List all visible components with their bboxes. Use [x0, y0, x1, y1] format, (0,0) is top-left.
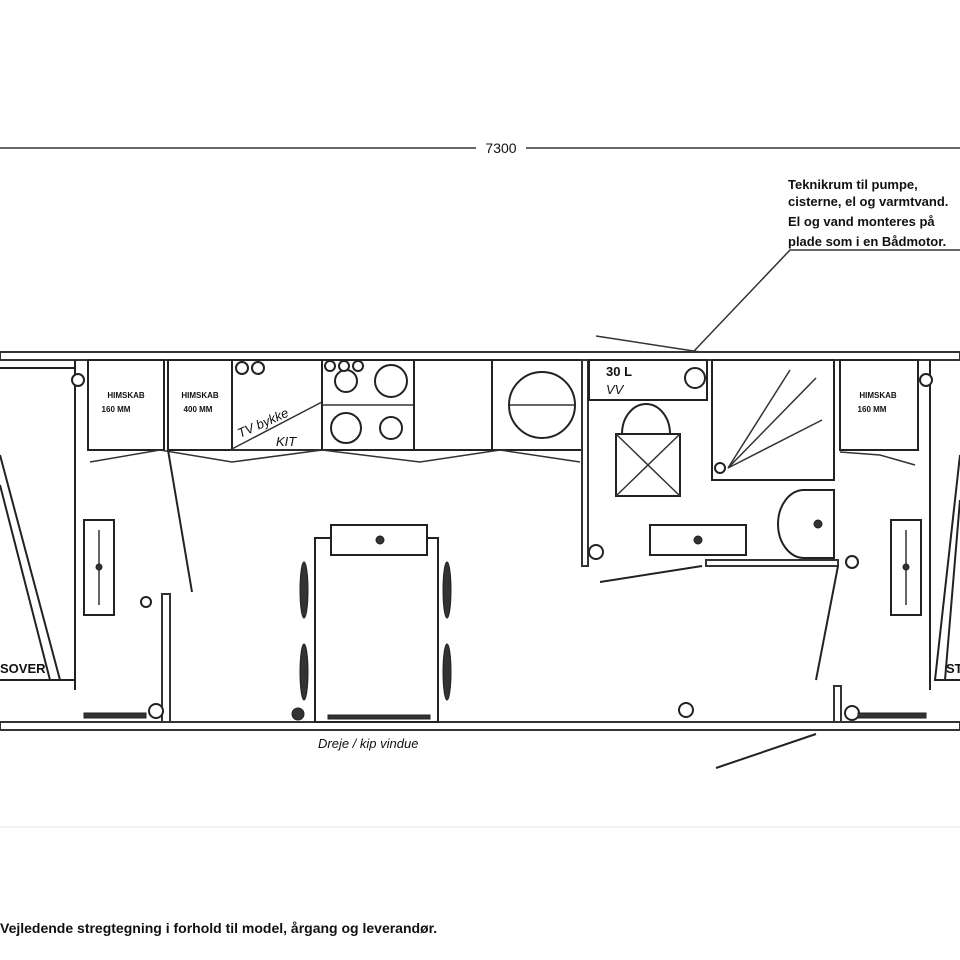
dimension-line: 7300: [0, 140, 960, 156]
svg-text:HIMSKAB: HIMSKAB: [859, 391, 897, 400]
tech-note-line-4: plade som i en Bådmotor.: [788, 234, 946, 249]
svg-text:160 MM: 160 MM: [858, 405, 887, 414]
shower-head-icon: [714, 462, 726, 474]
tv-cabinet: [231, 359, 323, 451]
door-stop-icon: [148, 703, 164, 719]
svg-text:HIMSKAB: HIMSKAB: [107, 391, 145, 400]
tech-note-line-3: El og vand monteres på: [788, 214, 935, 229]
door-handle-icon: [140, 596, 152, 608]
hob-burner-icon: [334, 369, 358, 393]
toilet-icon: [620, 403, 672, 435]
bench-back: [330, 524, 428, 556]
hob-burner-icon: [374, 364, 408, 398]
left-bed-label: SOVER: [0, 661, 46, 676]
entrance-leader: [715, 733, 817, 769]
cabinet-right-upper: [839, 359, 919, 451]
tech-room-note: Teknikrum til pumpe, cisterne, el og var…: [595, 177, 960, 371]
tech-note-line-1: Teknikrum til pumpe,: [788, 177, 918, 192]
left-wall-light-icon: [71, 373, 85, 387]
right-wall-light-icon: [919, 373, 933, 387]
bathroom: 30 L VV: [581, 359, 859, 681]
door-handle-icon: [678, 702, 694, 718]
tech-note-line-2: cisterne, el og varmtvand.: [788, 194, 948, 209]
right-bed-outline: [933, 454, 960, 681]
svg-text:400 MM: 400 MM: [184, 405, 213, 414]
svg-text:VV: VV: [606, 382, 625, 397]
interior-wall: [161, 593, 171, 723]
cabinet-left-second: [167, 359, 233, 451]
chair-icon: [299, 643, 309, 701]
counter: [413, 359, 493, 451]
door-stop-icon: [844, 705, 860, 721]
window-label: Dreje / kip vindue: [318, 736, 418, 751]
chair-icon: [299, 561, 309, 619]
bath-wall: [581, 359, 589, 567]
svg-text:30 L: 30 L: [606, 364, 632, 379]
tech-note-leader: [675, 249, 960, 371]
svg-text:160 MM: 160 MM: [102, 405, 131, 414]
dining-area: [83, 449, 694, 723]
bath-lower-wall: [705, 559, 839, 567]
kitchen-cabinets: HIMSKAB 160 MM HIMSKAB 400 MM TV bykke K…: [87, 359, 583, 463]
svg-text:HIMSKAB: HIMSKAB: [181, 391, 219, 400]
chair-icon: [442, 643, 452, 701]
caption: Vejledende stregtegning i forhold til mo…: [0, 920, 438, 936]
dining-table: [314, 537, 439, 723]
hob-burner-icon: [379, 416, 403, 440]
right-bed-label: ST: [946, 661, 960, 676]
chair-icon: [442, 561, 452, 619]
door-stop-icon: [588, 544, 604, 560]
left-bed-outline: [0, 454, 62, 681]
door-handle-icon: [845, 555, 859, 569]
right-bedroom: HIMSKAB 160 MM ST: [715, 359, 960, 769]
kit-label: KIT: [276, 434, 297, 449]
hob-burner-icon: [330, 412, 362, 444]
tech-note-leader-2: [595, 335, 701, 353]
cabinet-left-upper: [87, 359, 165, 451]
washbasin-icon: [777, 489, 835, 559]
left-bedroom: SOVER: [0, 373, 115, 681]
partition-line: [167, 449, 193, 593]
right-interior-wall: [833, 685, 842, 723]
dimension-label: 7300: [485, 140, 516, 156]
